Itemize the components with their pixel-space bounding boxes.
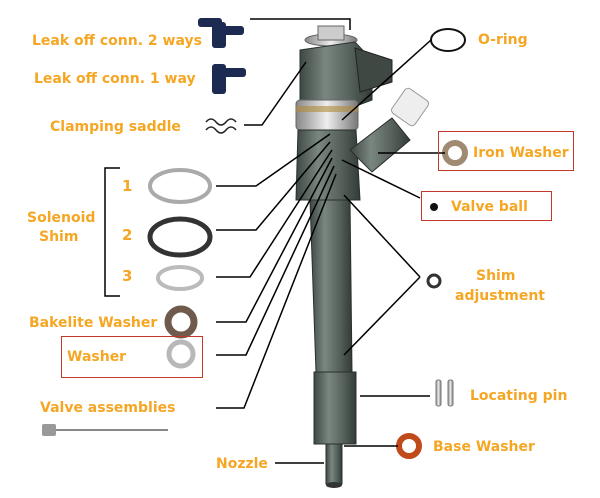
- label-clamping-saddle: Clamping saddle: [50, 119, 181, 135]
- label-iron-washer: Iron Washer: [473, 145, 569, 161]
- solenoid-shim-1-part: [148, 168, 212, 204]
- label-washer: Washer: [67, 349, 127, 365]
- label-leak-off-2way: Leak off conn. 2 ways: [32, 33, 202, 49]
- label-solenoid-shim-line1: Solenoid: [27, 210, 96, 226]
- bakelite-washer-part: [164, 305, 198, 339]
- label-nozzle: Nozzle: [216, 456, 268, 472]
- iron-washer-highlight: [438, 131, 574, 171]
- leak-off-2way-part: [198, 18, 244, 48]
- label-shim-1: 1: [122, 177, 133, 195]
- valve-ball-part: [430, 203, 438, 211]
- label-shim-3: 3: [122, 267, 133, 285]
- label-valve-ball: Valve ball: [451, 199, 528, 215]
- washer-highlight: [61, 336, 203, 378]
- shim-adjustment-part: [426, 273, 442, 289]
- injector-illustration: [295, 25, 430, 488]
- label-locating-pin: Locating pin: [470, 388, 568, 404]
- label-leak-off-1way: Leak off conn. 1 way: [34, 71, 196, 87]
- clamping-saddle-part: [205, 118, 237, 134]
- leader-lines: [216, 18, 445, 464]
- solenoid-shim-bracket: [104, 167, 120, 297]
- label-solenoid-shim-line2: Shim: [39, 229, 79, 245]
- locating-pin-part: [435, 379, 442, 407]
- valve-ball-highlight: [421, 191, 552, 221]
- valve-assembly-part: [42, 424, 168, 436]
- solenoid-shim-2-part: [147, 216, 213, 258]
- label-shim-2: 2: [122, 226, 133, 244]
- label-valve-assemblies: Valve assemblies: [40, 400, 176, 416]
- washer-part: [166, 339, 196, 369]
- label-shim-adjustment-line2: adjustment: [455, 288, 546, 304]
- label-o-ring: O-ring: [478, 32, 528, 48]
- label-bakelite-washer: Bakelite Washer: [29, 315, 158, 331]
- label-base-washer: Base Washer: [433, 439, 535, 455]
- solenoid-shim-3-part: [156, 265, 204, 291]
- o-ring-part: [430, 28, 466, 52]
- label-shim-adjustment-line1: Shim: [476, 268, 516, 284]
- base-washer-part: [396, 433, 422, 459]
- leak-off-1way-part: [212, 64, 246, 94]
